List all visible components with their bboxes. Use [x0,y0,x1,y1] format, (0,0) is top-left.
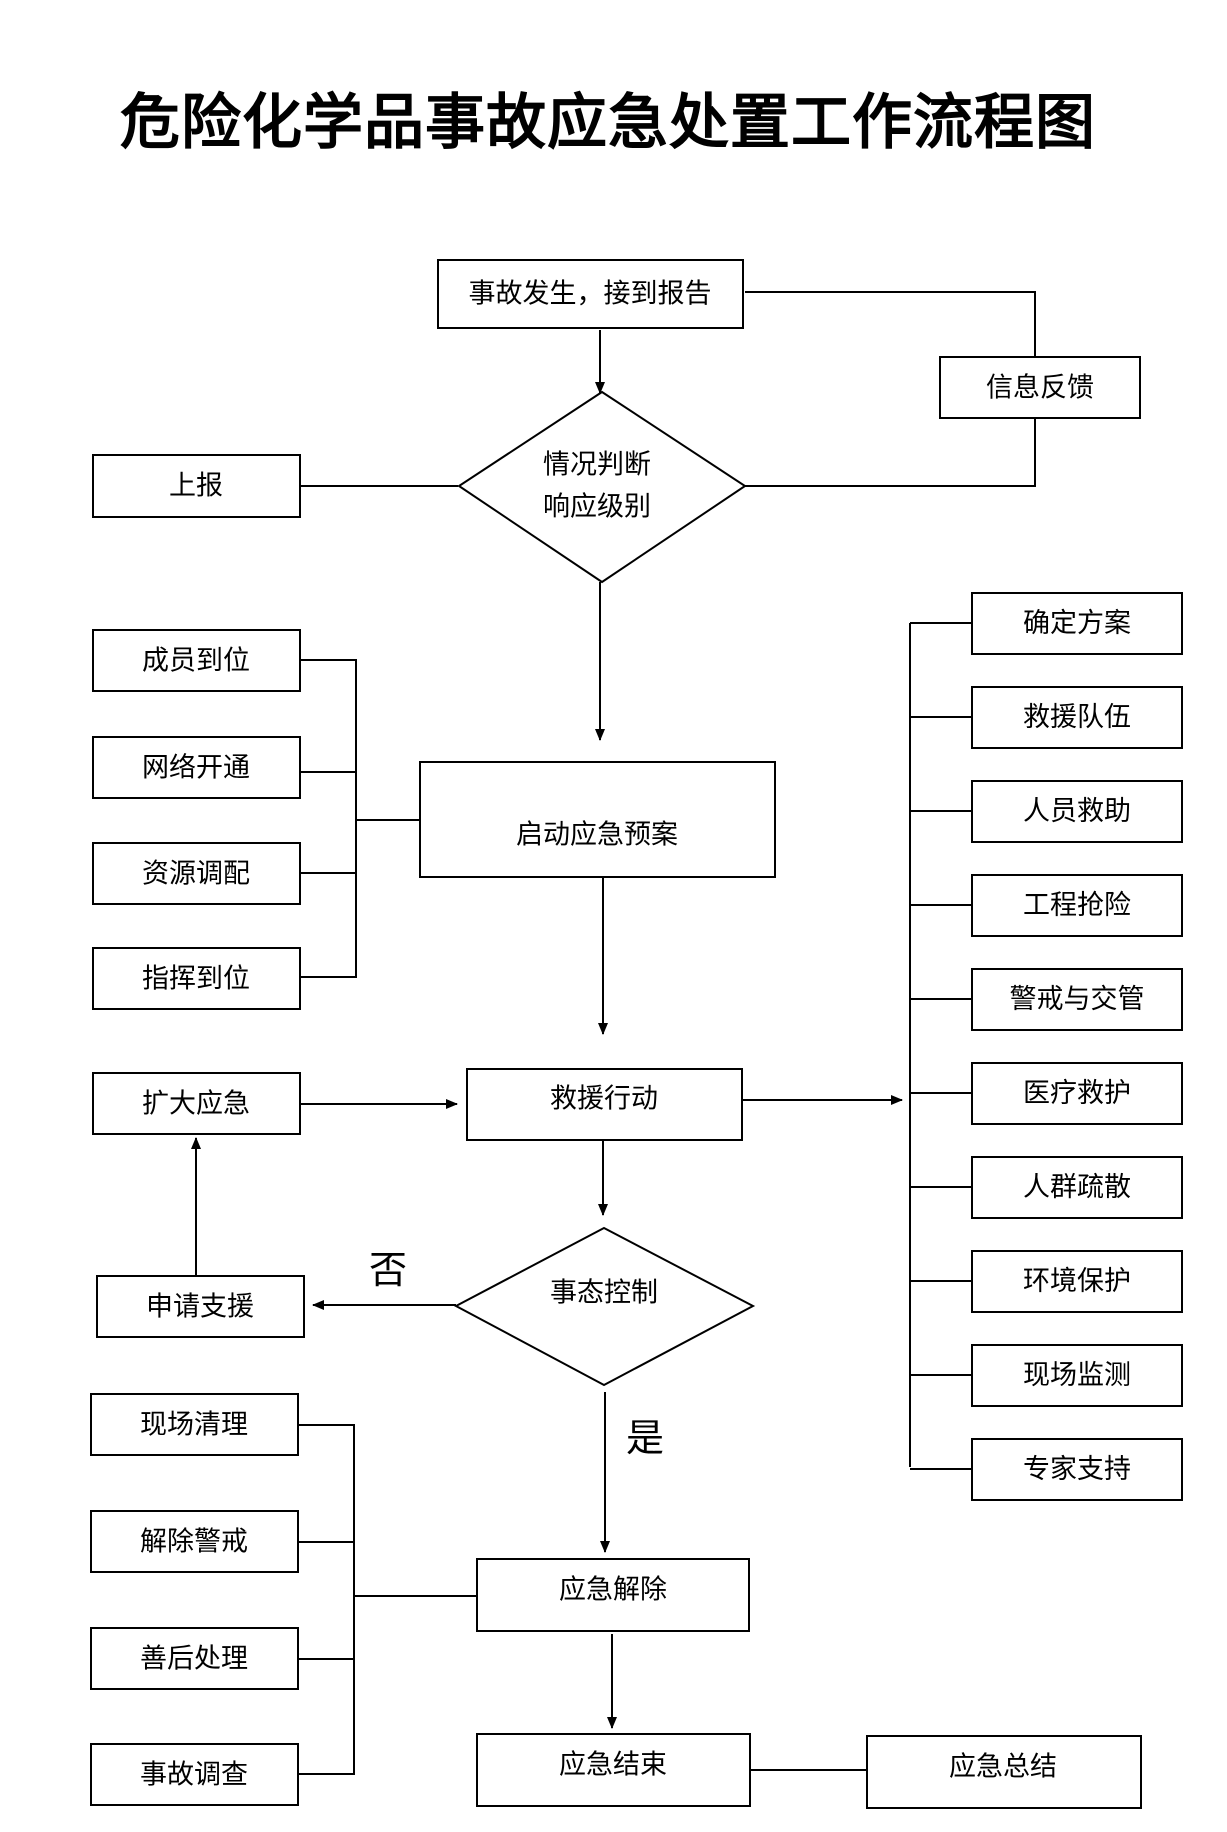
task-label: 警戒与交管 [1010,984,1145,1015]
decision-judge-line2: 响应级别 [543,492,651,523]
node-info-feedback [939,356,1141,419]
node-lift-alert [90,1510,299,1573]
node-request-support [96,1275,305,1338]
node-start-plan-label: 启动应急预案 [516,820,678,851]
node-info-feedback-label: 信息反馈 [986,373,1094,404]
task-label: 人群疏散 [1023,1172,1131,1203]
decision-situation-control-label: 事态控制 [550,1278,658,1309]
task-box [971,874,1183,937]
node-report-up [92,454,301,518]
node-response-end-label: 应急结束 [559,1750,667,1781]
task-box [971,686,1183,749]
node-site-cleanup-label: 现场清理 [140,1410,248,1441]
task-label: 专家支持 [1023,1454,1131,1485]
node-resource-dispatch-label: 资源调配 [142,859,250,890]
task-box [971,968,1183,1031]
task-label: 现场监测 [1023,1360,1131,1391]
node-start-plan [419,761,776,878]
decision-situation-control [453,1226,756,1387]
task-box [971,1438,1183,1501]
node-report-up-label: 上报 [169,471,223,502]
node-response-lifted [476,1558,750,1632]
task-label: 救援队伍 [1023,702,1131,733]
task-label: 环境保护 [1023,1266,1131,1297]
node-request-support-label: 申请支援 [146,1292,254,1323]
label-no: 否 [369,1248,407,1292]
node-accident-investigation-label: 事故调查 [140,1760,248,1791]
node-resource-dispatch [92,842,301,905]
right-task-list: 确定方案救援队伍人员救助工程抢险警戒与交管医疗救护人群疏散环境保护现场监测专家支… [971,592,1183,1501]
task-box [971,1344,1183,1407]
node-members-in-place [92,629,301,692]
decision-judge [457,390,747,584]
node-response-lifted-label: 应急解除 [559,1575,667,1606]
node-expand-response-label: 扩大应急 [142,1089,250,1120]
connectors [191,291,1036,1775]
node-lift-alert-label: 解除警戒 [140,1527,248,1558]
node-aftermath-label: 善后处理 [140,1644,248,1675]
page-title: 危险化学品事故应急处置工作流程图 [120,88,1096,158]
task-label: 医疗救护 [1023,1078,1131,1109]
task-box [971,1250,1183,1313]
task-label: 工程抢险 [1023,890,1131,921]
bracket-plan-left [300,659,357,978]
decision-judge-line1: 情况判断 [543,450,651,481]
node-report-received-label: 事故发生，接到报告 [469,279,712,310]
task-box [971,1156,1183,1219]
node-members-in-place-label: 成员到位 [142,646,250,677]
node-accident-investigation [90,1743,299,1806]
bracket-lifted-left [298,1424,355,1775]
node-site-cleanup [90,1393,299,1456]
node-report-received [437,259,744,329]
task-box [971,592,1183,655]
node-rescue-action [466,1068,743,1141]
line-feedback-judge [745,418,1036,487]
label-yes: 是 [626,1416,664,1460]
node-response-end [476,1733,751,1807]
task-box [971,780,1183,843]
node-command-in-place-label: 指挥到位 [142,964,250,995]
line-report-feedback [745,291,1036,357]
node-aftermath [90,1627,299,1690]
node-command-in-place [92,947,301,1010]
task-box [971,1062,1183,1125]
node-expand-response [92,1072,301,1135]
node-network-open [92,736,301,799]
node-rescue-action-label: 救援行动 [550,1084,658,1115]
node-response-summary-label: 应急总结 [949,1752,1057,1783]
node-response-summary [866,1735,1142,1809]
node-network-open-label: 网络开通 [142,753,250,784]
task-label: 人员救助 [1023,796,1131,827]
task-label: 确定方案 [1023,608,1131,639]
